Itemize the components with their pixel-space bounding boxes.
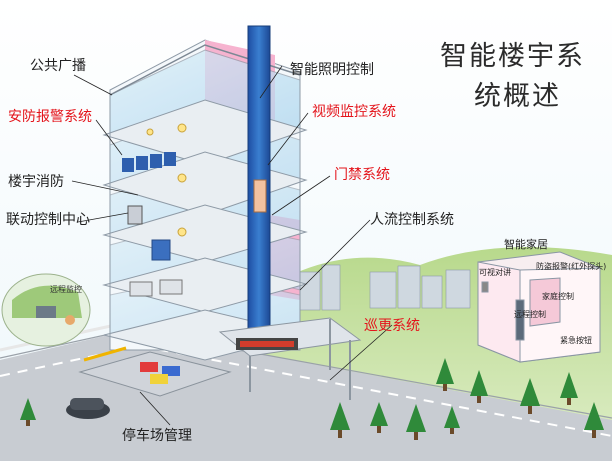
label-building-fire: 楼宇消防 <box>8 174 64 190</box>
distant-buildings <box>297 264 471 311</box>
title-line-1: 智能楼宇系 <box>440 41 585 72</box>
elevator-car <box>253 179 267 213</box>
smart-home-emergency: 紧急按钮 <box>560 336 592 345</box>
label-security-alarm: 安防报警系统 <box>8 109 92 125</box>
cabinets <box>127 205 183 297</box>
label-smart-lighting: 智能照明控制 <box>290 62 374 78</box>
label-remote-monitoring: 远程监控 <box>50 285 82 294</box>
smart-home-title: 智能家居 <box>504 238 548 251</box>
smart-home-remote: 远程控制 <box>514 310 546 319</box>
lamps <box>146 123 187 237</box>
label-patrol: 巡更系统 <box>364 318 420 334</box>
label-parking: 停车场管理 <box>122 428 192 444</box>
title-line-2: 统概述 <box>474 81 561 112</box>
entrance-canopy <box>218 317 362 400</box>
remote-bubble <box>1 273 91 347</box>
smart-home-room <box>477 251 601 363</box>
building <box>102 39 308 361</box>
smart-home-control: 家庭控制 <box>542 292 574 301</box>
trees <box>20 358 604 440</box>
label-video-monitoring: 视频监控系统 <box>312 104 396 120</box>
car <box>66 398 110 419</box>
equipment-racks <box>122 152 176 172</box>
label-linkage-center: 联动控制中心 <box>6 212 90 228</box>
label-people-flow: 人流控制系统 <box>370 212 454 228</box>
parking-garage <box>78 346 232 397</box>
smart-home-intercom: 可视对讲 <box>479 268 511 277</box>
leader-lines <box>71 65 393 426</box>
smart-home-anti-theft: 防盗报警(红外探头) <box>536 262 607 271</box>
label-public-broadcast: 公共广播 <box>30 58 86 74</box>
label-access-control: 门禁系统 <box>334 167 390 183</box>
